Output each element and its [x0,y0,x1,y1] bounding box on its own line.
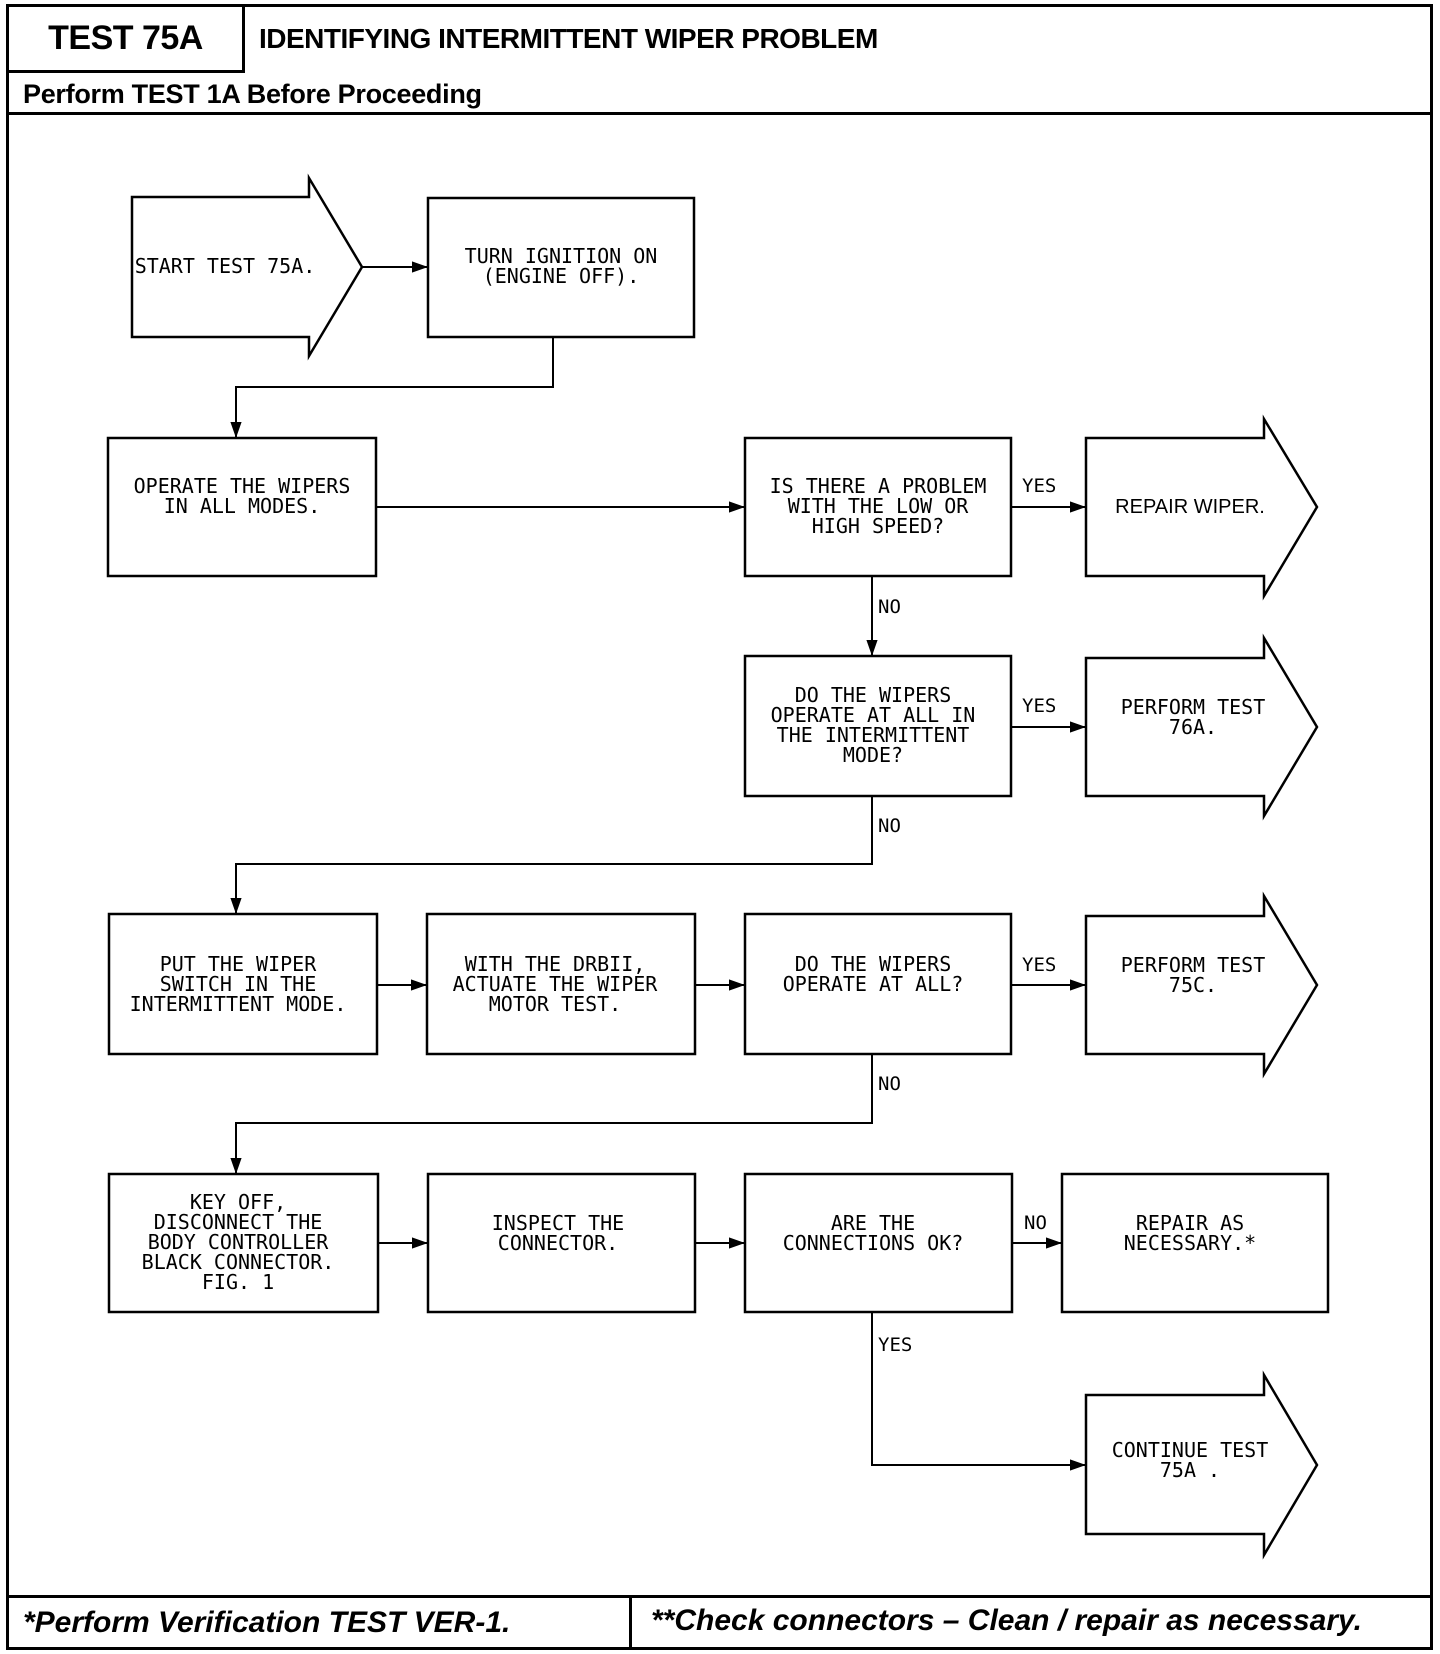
arrow-ignition-operate [230,337,554,438]
node-repair-wiper: REPAIR WIPER. [1084,414,1319,601]
q-intermittent-line: THE INTERMITTENT [777,723,970,747]
inspect-line: INSPECT THE [492,1211,624,1235]
q-conn-line: CONNECTIONS OK? [783,1231,964,1255]
arrow-conn-continue [871,1313,1086,1471]
label-yes-speed: YES [1022,475,1056,497]
start-line: START TEST 75A. [135,254,316,278]
arrow-intermittent-putswitch [230,796,873,914]
q-speed-line: WITH THE LOW OR [788,494,970,518]
test-76a-line: PERFORM TEST [1121,695,1266,719]
footer-divider [629,1598,632,1647]
label-no-conn: NO [1024,1212,1047,1234]
test-page: TEST 75A IDENTIFYING INTERMITTENT WIPER … [6,4,1433,1650]
q-conn-line: ARE THE [831,1211,915,1235]
repair-nec-line: REPAIR AS [1136,1211,1244,1235]
inspect-line: CONNECTOR. [498,1231,618,1255]
label-yes-intermittent: YES [1022,695,1056,717]
footer: *Perform Verification TEST VER-1. **Chec… [9,1595,1430,1647]
q-speed-line: HIGH SPEED? [812,514,944,538]
q-intermittent-line: OPERATE AT ALL IN [771,703,976,727]
key-off-line: BLACK CONNECTOR. [142,1250,335,1274]
drbii-line: ACTUATE THE WIPER [453,972,659,996]
key-off-line: KEY OFF, [190,1190,286,1214]
node-start-text: START TEST 75A. [135,254,316,278]
label-yes-conn: YES [878,1334,912,1356]
test-id: TEST 75A [9,7,245,73]
drbii-line: WITH THE DRBII, [465,952,646,976]
put-switch-line: PUT THE WIPER [160,952,317,976]
continue-line: CONTINUE TEST [1112,1438,1269,1462]
put-switch-line: INTERMITTENT MODE. [130,992,347,1016]
q-any-line: OPERATE AT ALL? [783,972,964,996]
drbii-line: MOTOR TEST. [489,992,621,1016]
test-75c-line: PERFORM TEST [1121,953,1266,977]
put-switch-line: SWITCH IN THE [160,972,317,996]
connectors [230,261,1086,1471]
label-no-any: NO [878,1073,901,1095]
repair-nec-line: NECESSARY.* [1124,1231,1256,1255]
key-off-line: BODY CONTROLLER [148,1230,330,1254]
key-off-line: FIG. 1 [202,1270,274,1294]
prerequisite-row: Perform TEST 1A Before Proceeding [9,73,1430,115]
label-yes-any: YES [1022,954,1056,976]
node-ignition-text: TURN IGNITION ON(ENGINE OFF). [465,244,658,288]
node-start: START TEST 75A. [130,173,364,361]
operate-line: OPERATE THE WIPERS [134,474,351,498]
label-no-speed: NO [878,596,901,618]
q-intermittent-line: MODE? [843,743,903,767]
ignition-line: TURN IGNITION ON [465,244,658,268]
ignition-line: (ENGINE OFF). [483,264,640,288]
test-75c-line: 75C. [1169,973,1217,997]
continue-line: 75A . [1160,1458,1220,1482]
key-off-line: DISCONNECT THE [154,1210,323,1234]
footnote-connectors: **Check connectors – Clean / repair as n… [651,1604,1362,1637]
q-any-line: DO THE WIPERS [795,952,952,976]
repair-wiper-line: REPAIR WIPER. [1115,496,1265,518]
q-speed-line: IS THERE A PROBLEM [770,474,987,498]
node-repair-wiper-text: REPAIR WIPER. [1115,496,1265,518]
prerequisite-text: Perform TEST 1A Before Proceeding [23,79,482,109]
operate-line: IN ALL MODES. [164,494,321,518]
node-ignition: TURN IGNITION ON(ENGINE OFF). [426,196,696,339]
footnote-verification: *Perform Verification TEST VER-1. [23,1606,511,1639]
label-no-intermittent: NO [878,815,901,837]
arrow-any-keyoff [230,1055,873,1174]
q-intermittent-line: DO THE WIPERS [795,683,952,707]
page-title: IDENTIFYING INTERMITTENT WIPER PROBLEM [259,23,878,54]
test-76a-line: 76A. [1169,715,1217,739]
